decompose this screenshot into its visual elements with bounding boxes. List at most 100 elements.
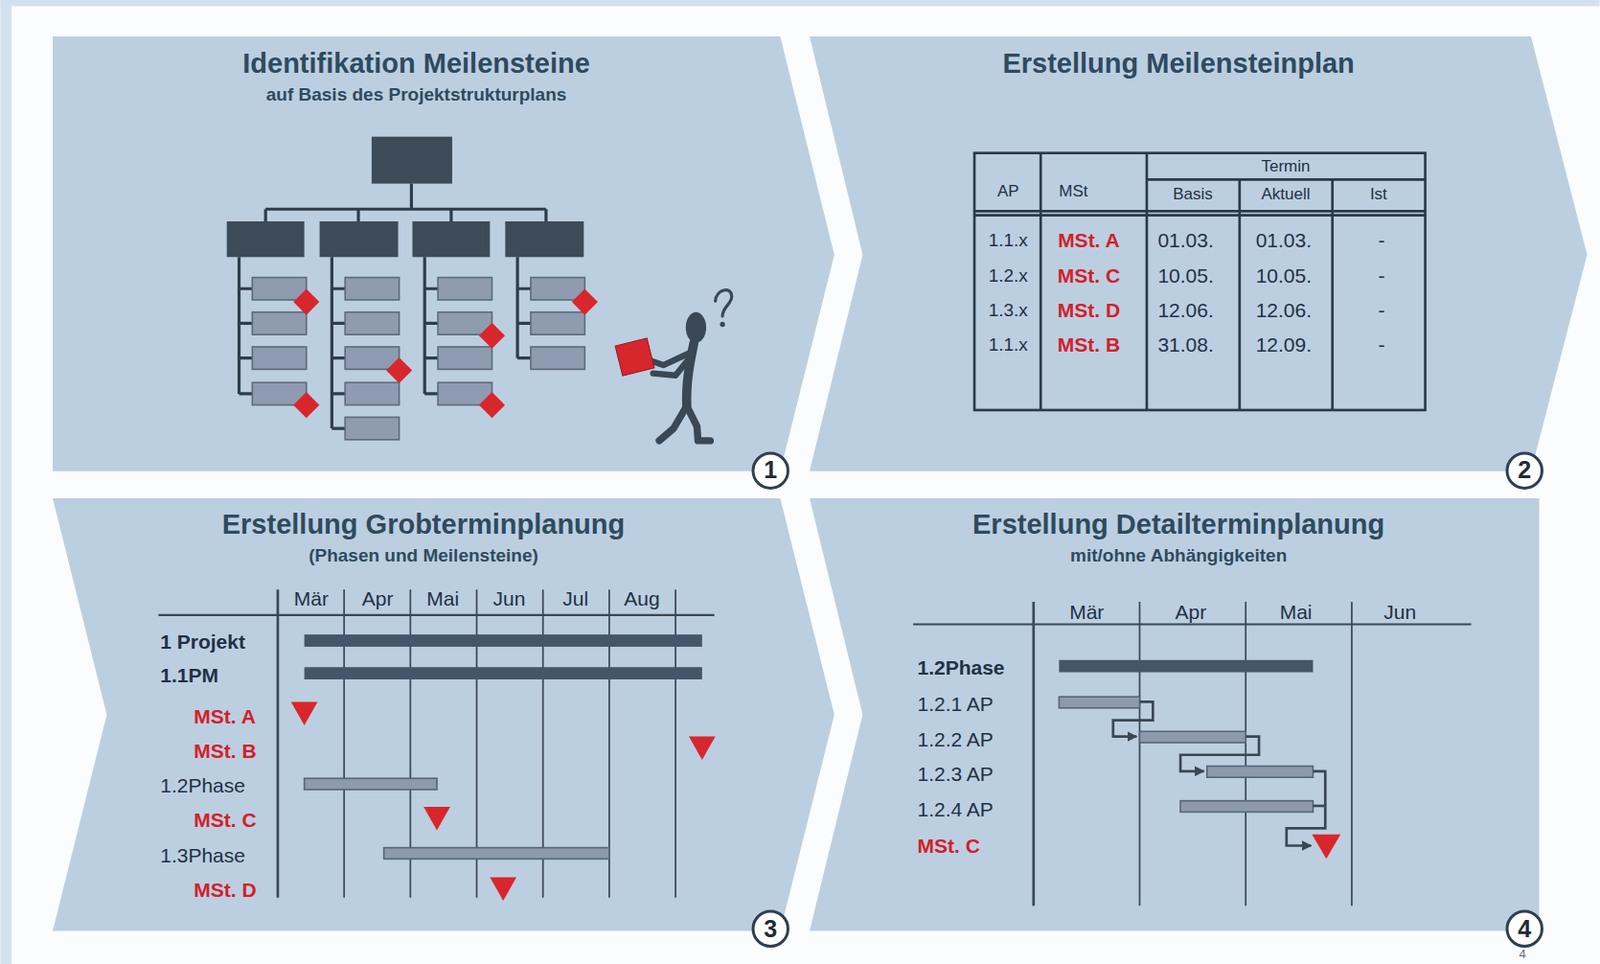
- table-cell: Basis: [1172, 185, 1213, 205]
- drawing-part: [0, 0, 12, 964]
- drawing-part: [1207, 765, 1314, 778]
- chevron-fill: [809, 498, 1540, 932]
- drawing-part: [344, 277, 399, 300]
- step-number: 4: [1517, 914, 1532, 943]
- drawing-part: [344, 382, 399, 405]
- table-cell: 12.06.: [1157, 298, 1213, 321]
- drawing-part: [304, 777, 437, 790]
- step-number-circle: 3: [751, 909, 790, 948]
- chart-label: 1.2Phase: [160, 775, 246, 798]
- table-cell: 01.03.: [1157, 229, 1213, 252]
- step-number-circle: 1: [751, 451, 790, 490]
- chevron-fill: [52, 498, 835, 932]
- chart-label: Mär: [294, 588, 329, 611]
- panel-title: Erstellung Grobterminplanung: [222, 508, 626, 541]
- drawing-part: [913, 622, 1471, 625]
- step-number: 1: [763, 456, 778, 484]
- chart-label: Aug: [623, 588, 660, 611]
- chart-label: 1.3Phase: [160, 844, 246, 867]
- table-cell: 12.06.: [1256, 298, 1312, 321]
- table-cell: 1.2.x: [988, 265, 1029, 286]
- table-cell: -: [1378, 298, 1386, 321]
- drawing-part: [1180, 800, 1313, 813]
- milestone-label: MSt. A: [1057, 229, 1120, 252]
- chart-label: 1.2.3 AP: [916, 763, 993, 786]
- drawing-part: [371, 137, 453, 184]
- step-number: 2: [1517, 456, 1532, 484]
- milestone-label: MSt. D: [193, 878, 256, 901]
- step-number: 3: [763, 914, 778, 943]
- table-cell: 1.3.x: [988, 299, 1029, 320]
- table-cell: 10.05.: [1157, 264, 1213, 287]
- table-cell: -: [1378, 333, 1386, 356]
- milestone-label: MSt. C: [193, 809, 256, 832]
- table-cell: Aktuell: [1260, 185, 1310, 205]
- panel-title: Erstellung Meilensteinplan: [1002, 47, 1354, 80]
- panel-title: Identifikation Meilensteine: [242, 47, 591, 80]
- table-cell: MSt: [1058, 182, 1088, 202]
- panel-title: Erstellung Detailterminplanung: [972, 508, 1385, 541]
- step-panel: Erstellung Meilensteinplan2: [809, 36, 1588, 472]
- drawing-part: [1139, 731, 1246, 743]
- chart-label: Mai: [426, 588, 459, 611]
- drawing-part: [276, 589, 280, 897]
- chevron-shape: [809, 36, 1588, 472]
- chart-label: Mär: [1069, 600, 1104, 623]
- drawing-part: [719, 321, 725, 327]
- panel-subtitle: mit/ohne Abhängigkeiten: [1070, 545, 1287, 567]
- chart-label: 1.2Phase: [916, 656, 1005, 679]
- drawing-part: [320, 221, 399, 257]
- table-cell: -: [1378, 229, 1386, 252]
- chart-label: 4: [1518, 947, 1526, 961]
- panel-subtitle: (Phasen und Meilensteine): [308, 545, 539, 567]
- chart-label: Jun: [493, 588, 526, 611]
- drawing-part: [685, 312, 707, 343]
- drawing-part: [0, 0, 1600, 6]
- chart-label: 1 Projekt: [160, 630, 246, 653]
- drawing-part: [411, 221, 490, 257]
- table-cell: 01.03.: [1256, 229, 1312, 252]
- circle-shape: [753, 911, 788, 946]
- milestone-label: MSt. C: [916, 834, 980, 857]
- chart-label: Jul: [562, 588, 589, 611]
- milestone-label: MSt. A: [193, 705, 256, 728]
- drawing-part: [504, 221, 584, 257]
- drawing-part: [1058, 660, 1313, 673]
- drawing-part: [344, 416, 399, 439]
- chart-label: Apr: [1175, 600, 1208, 623]
- drawing-part: [1058, 696, 1140, 709]
- table-cell: 1.1.x: [988, 335, 1029, 356]
- table-cell: Termin: [1260, 157, 1310, 176]
- chart-label: 1.2.1 AP: [916, 692, 993, 715]
- drawing-part: [344, 312, 399, 335]
- chart-label: 1.1PM: [160, 664, 219, 687]
- circle-shape: [753, 453, 788, 488]
- milestone-label: MSt. C: [1057, 264, 1120, 287]
- table-cell: 12.09.: [1256, 333, 1312, 356]
- drawing-part: [530, 312, 585, 335]
- circle-shape: [1507, 453, 1542, 488]
- milestone-label: MSt. D: [1057, 298, 1120, 321]
- drawing-part: [437, 346, 492, 369]
- drawing-part: [530, 277, 585, 300]
- drawing-part: [251, 312, 306, 335]
- drawing-part: [437, 277, 492, 300]
- chart-label: Apr: [362, 588, 394, 611]
- drawing-part: [304, 634, 703, 647]
- table-cell: -: [1378, 264, 1386, 287]
- step-number-circle: 4: [1505, 909, 1544, 948]
- drawing-part: [227, 221, 305, 257]
- chart-label: Mai: [1280, 600, 1313, 623]
- chevron-fill: [52, 36, 835, 472]
- drawing-part: [1312, 804, 1326, 808]
- drawing-part: [251, 346, 306, 369]
- circle-shape: [1507, 911, 1542, 946]
- table-cell: 1.1.x: [988, 230, 1029, 252]
- drawing-part: [251, 277, 306, 300]
- drawing-part: [158, 614, 714, 617]
- chevron-fill: [809, 36, 1588, 472]
- table-cell: AP: [997, 182, 1020, 202]
- drawing-part: [384, 847, 610, 860]
- chart-label: 1.2.4 AP: [916, 798, 993, 821]
